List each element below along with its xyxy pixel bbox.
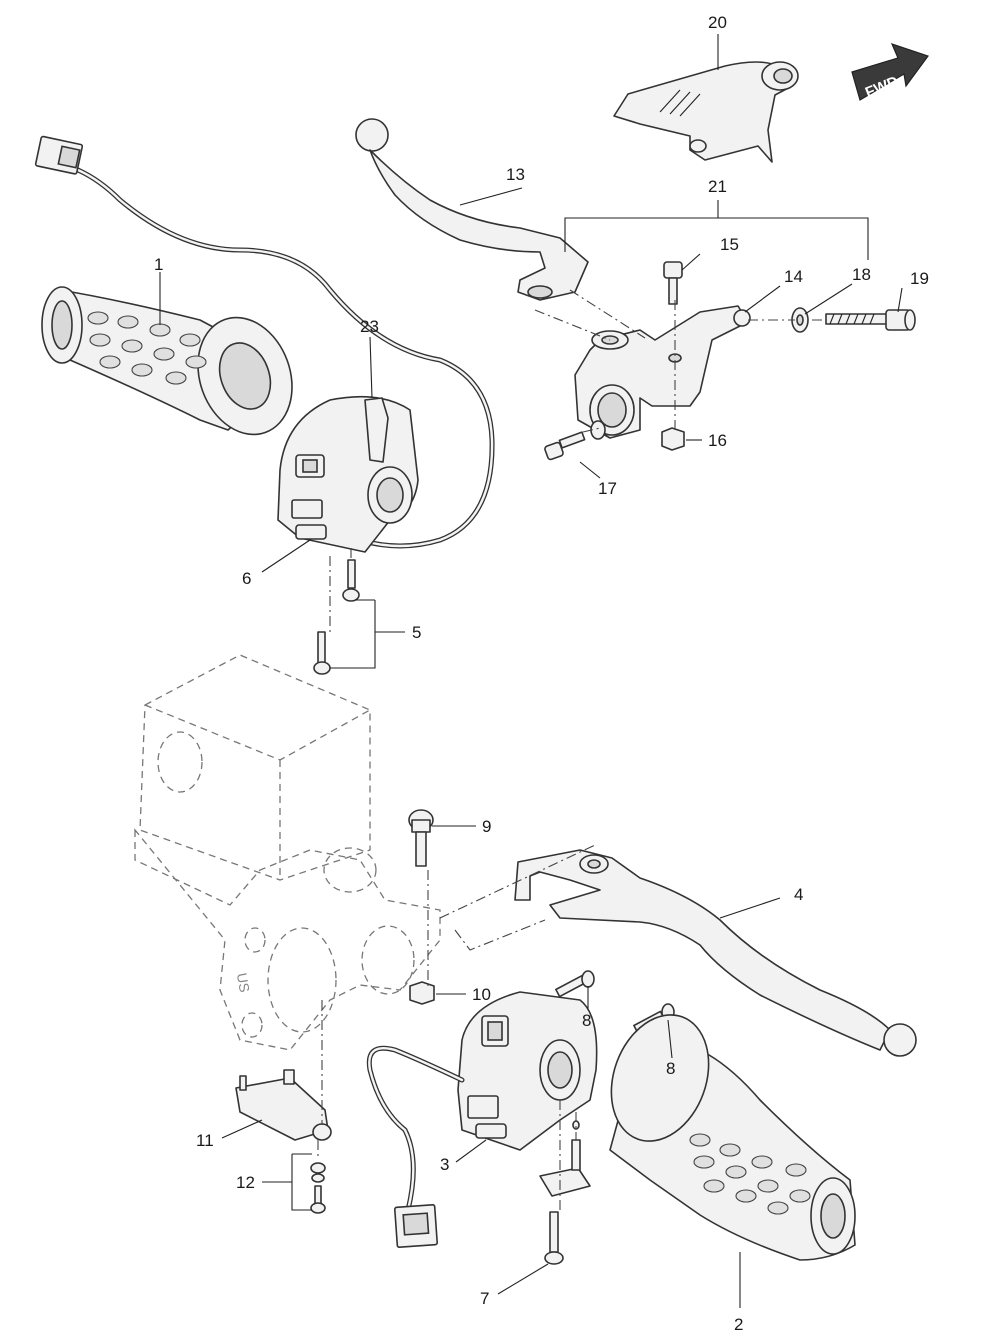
callout-labels: 1 2 3 4 5 6 7 8 8 9 10 11 12 13 14 15 16… (154, 13, 929, 1334)
forward-arrow-icon: FWD (851, 43, 929, 102)
bolt-part-15 (663, 261, 683, 305)
callout-2: 2 (734, 1315, 743, 1334)
choke-lever-part-23 (364, 397, 389, 463)
callout-6: 6 (242, 569, 251, 588)
screws-part-5 (313, 559, 360, 675)
callout-9: 9 (482, 817, 491, 836)
lever-bracket-part-14 (574, 305, 751, 440)
right-switch-housing-part-3 (366, 991, 598, 1249)
left-grip-part-1 (41, 286, 293, 436)
leader-lines (159, 34, 903, 1308)
right-grip-part-2 (609, 1014, 856, 1261)
callout-21: 21 (708, 177, 727, 196)
washer-part-18 (791, 307, 809, 333)
bolt-part-17 (544, 431, 586, 461)
clutch-lever-part-13 (355, 118, 589, 301)
callout-14: 14 (784, 267, 803, 286)
left-switch-housing-part-6 (277, 395, 419, 553)
callout-11: 11 (196, 1131, 214, 1150)
callout-4: 4 (794, 885, 803, 904)
adjuster-screw-part-19 (825, 309, 916, 331)
callout-19: 19 (910, 269, 929, 288)
lever-guard-part-20 (613, 61, 799, 163)
cylinder-stamp: US (234, 972, 253, 994)
callout-1: 1 (154, 255, 163, 274)
wiring-harness (34, 135, 495, 549)
callout-8a: 8 (582, 1011, 591, 1030)
callout-8b: 8 (666, 1059, 675, 1078)
nut-part-10 (409, 981, 435, 1005)
callout-23: 23 (360, 317, 379, 336)
callout-15: 15 (720, 235, 739, 254)
nut-part-16 (661, 427, 685, 451)
callout-17: 17 (598, 479, 617, 498)
callout-13: 13 (506, 165, 525, 184)
brake-lever-part-4 (514, 849, 917, 1057)
callout-12: 12 (236, 1173, 255, 1192)
callout-7: 7 (480, 1289, 489, 1308)
callout-20: 20 (708, 13, 727, 32)
pivot-bolt-part-9 (408, 809, 434, 867)
brake-switch-part-11 (235, 1069, 332, 1141)
master-cylinder-ghost: US (134, 654, 441, 1051)
callout-5: 5 (412, 623, 421, 642)
callout-16: 16 (708, 431, 727, 450)
callout-18: 18 (852, 265, 871, 284)
screw-part-7 (539, 1120, 591, 1265)
screw-set-part-12 (310, 1162, 326, 1214)
callout-3: 3 (440, 1155, 449, 1174)
callout-10: 10 (472, 985, 491, 1004)
